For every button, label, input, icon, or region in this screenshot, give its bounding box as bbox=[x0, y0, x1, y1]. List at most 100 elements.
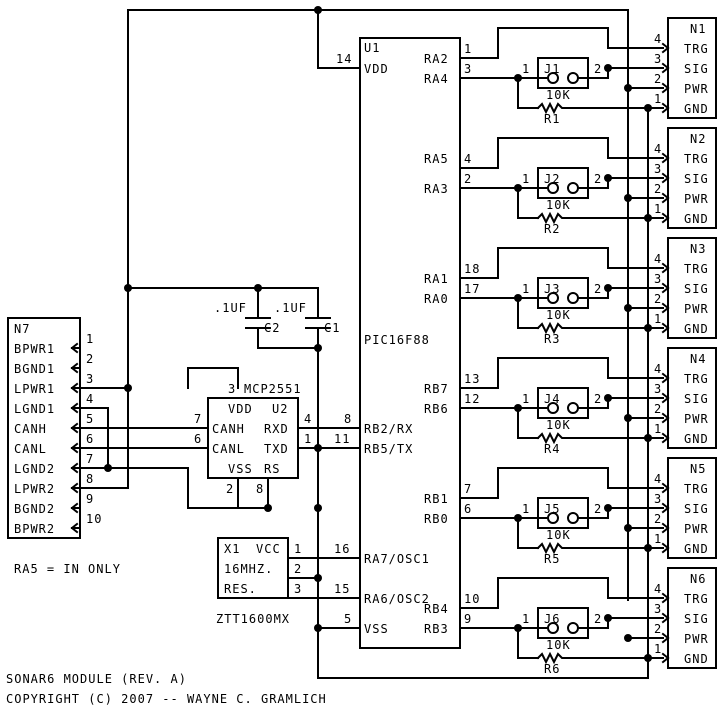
u1-part-label: PIC16F88 bbox=[364, 333, 430, 347]
junction-dots bbox=[104, 6, 322, 632]
u2-vss-label: VSS bbox=[228, 462, 253, 476]
sonar-connector-ref: N4 bbox=[690, 352, 706, 366]
u1-rb3-label: RB3 bbox=[424, 622, 449, 636]
n7-pin-label: BPWR2 bbox=[14, 522, 55, 536]
n7-pin-label: LGND1 bbox=[14, 402, 55, 416]
u1-sig-pin-num: 9 bbox=[464, 612, 472, 626]
n7-pin-label: BGND2 bbox=[14, 502, 55, 516]
u1-rb2-pin-num: 8 bbox=[344, 412, 352, 426]
u1-ra7-label: RA7/OSC1 bbox=[364, 552, 430, 566]
sonar-pin-num: 3 bbox=[654, 382, 662, 396]
x1-part-label: ZTT1600MX bbox=[216, 612, 290, 626]
sonar-pin-num: 2 bbox=[654, 72, 662, 86]
sonar-connector-ref: N1 bbox=[690, 22, 706, 36]
u1-vss-label: VSS bbox=[364, 622, 389, 636]
resistor-ref-label: R4 bbox=[544, 442, 560, 456]
resistor-ref-label: R1 bbox=[544, 112, 560, 126]
x1-resonator: X1 VCC 16MHZ. RES. ZTT1600MX 1 2 3 bbox=[216, 537, 361, 626]
c1-ref-label: C1 bbox=[324, 321, 340, 335]
sonar-pin-label: SIG bbox=[684, 612, 709, 626]
u1-rb6-label: RB6 bbox=[424, 402, 449, 416]
sonar-pin-label: SIG bbox=[684, 172, 709, 186]
jumper-pin2-num: 2 bbox=[594, 502, 602, 516]
n7-pin-num: 4 bbox=[86, 392, 94, 406]
u1-ra6-label: RA6/OSC2 bbox=[364, 592, 430, 606]
sonar-pin-num: 1 bbox=[654, 642, 662, 656]
u2-canh-pin-num: 7 bbox=[194, 412, 202, 426]
sonar-pin-num: 3 bbox=[654, 162, 662, 176]
n7-pin-label: BPWR1 bbox=[14, 342, 55, 356]
jumper-ref-label: J4 bbox=[544, 392, 560, 406]
sonar-pin-num: 4 bbox=[654, 472, 662, 486]
sonar-pin-label: GND bbox=[684, 542, 709, 556]
jumper-pin2-num: 2 bbox=[594, 172, 602, 186]
copyright-note: COPYRIGHT (C) 2007 -- WAYNE C. GRAMLICH bbox=[6, 692, 327, 706]
resistor-ref-label: R3 bbox=[544, 332, 560, 346]
sonar-pin-num: 2 bbox=[654, 292, 662, 306]
jumper-pin1-num: 1 bbox=[522, 172, 530, 186]
u2-canl-pin-num: 6 bbox=[194, 432, 202, 446]
sonar-connector-ref: N5 bbox=[690, 462, 706, 476]
u1-sig-pin-num: 3 bbox=[464, 62, 472, 76]
jumper-pin2-num: 2 bbox=[594, 282, 602, 296]
jumper-pin1-num: 1 bbox=[522, 502, 530, 516]
u1-ra6-pin-num: 15 bbox=[334, 582, 350, 596]
c2-value-label: .1UF bbox=[214, 301, 247, 315]
n7-pin-label: CANL bbox=[14, 442, 47, 456]
ra5-note: RA5 = IN ONLY bbox=[14, 562, 121, 576]
x1-pin3-num: 3 bbox=[294, 582, 302, 596]
c1-value-label: .1UF bbox=[274, 301, 307, 315]
sonar-pin-label: TRG bbox=[684, 482, 709, 496]
u1-vdd-label: VDD bbox=[364, 62, 389, 76]
jumper-ref-label: J6 bbox=[544, 612, 560, 626]
u1-ra0-label: RA0 bbox=[424, 292, 449, 306]
u1-rb5-label: RB5/TX bbox=[364, 442, 413, 456]
n7-connector: N7 bbox=[7, 317, 239, 539]
u2-rxd-pin-num: 4 bbox=[304, 412, 312, 426]
jumper-ref-label: J5 bbox=[544, 502, 560, 516]
sonar-pin-label: SIG bbox=[684, 62, 709, 76]
jumper-pin1-num: 1 bbox=[522, 62, 530, 76]
sonar-pin-label: PWR bbox=[684, 412, 709, 426]
sonar-connector-ref: N6 bbox=[690, 572, 706, 586]
sonar-pin-label: SIG bbox=[684, 282, 709, 296]
sonar-pin-num: 2 bbox=[654, 402, 662, 416]
u1-trg-pin-num: 4 bbox=[464, 152, 472, 166]
resistor-value-label: 10K bbox=[546, 198, 571, 212]
u2-ref-label: U2 bbox=[272, 402, 288, 416]
u1-ra5-label: RA5 bbox=[424, 152, 449, 166]
u1-sig-pin-num: 17 bbox=[464, 282, 480, 296]
u1-sig-pin-num: 6 bbox=[464, 502, 472, 516]
sonar-connector-ref: N3 bbox=[690, 242, 706, 256]
u1-rb2-label: RB2/RX bbox=[364, 422, 413, 436]
sonar-pin-label: TRG bbox=[684, 262, 709, 276]
n7-pin-label: CANH bbox=[14, 422, 47, 436]
u2-vss-pin-num: 2 bbox=[226, 482, 234, 496]
sonar-pin-num: 4 bbox=[654, 252, 662, 266]
resistor-ref-label: R6 bbox=[544, 662, 560, 676]
sonar-pin-num: 1 bbox=[654, 202, 662, 216]
n7-pin-label: BGND1 bbox=[14, 362, 55, 376]
sonar-pin-label: TRG bbox=[684, 592, 709, 606]
u1-rb4-label: RB4 bbox=[424, 602, 449, 616]
u1-ref-label: U1 bbox=[364, 41, 380, 55]
sonar-pin-label: TRG bbox=[684, 42, 709, 56]
u1-rb5-pin-num: 11 bbox=[334, 432, 350, 446]
n7-pins: BPWR11BGND12LPWR13LGND14CANH5CANL6LGND27… bbox=[14, 332, 101, 536]
u1-sig-pin-num: 12 bbox=[464, 392, 480, 406]
sonar-pin-label: GND bbox=[684, 102, 709, 116]
n7-pin-label: LPWR2 bbox=[14, 482, 55, 496]
sonar-pin-num: 1 bbox=[654, 92, 662, 106]
n7-pin-num: 7 bbox=[86, 452, 94, 466]
sonar-pin-label: PWR bbox=[684, 632, 709, 646]
u1-rb1-label: RB1 bbox=[424, 492, 449, 506]
resistor-value-label: 10K bbox=[546, 88, 571, 102]
sonar-pin-label: GND bbox=[684, 212, 709, 226]
sonar-pin-num: 3 bbox=[654, 492, 662, 506]
